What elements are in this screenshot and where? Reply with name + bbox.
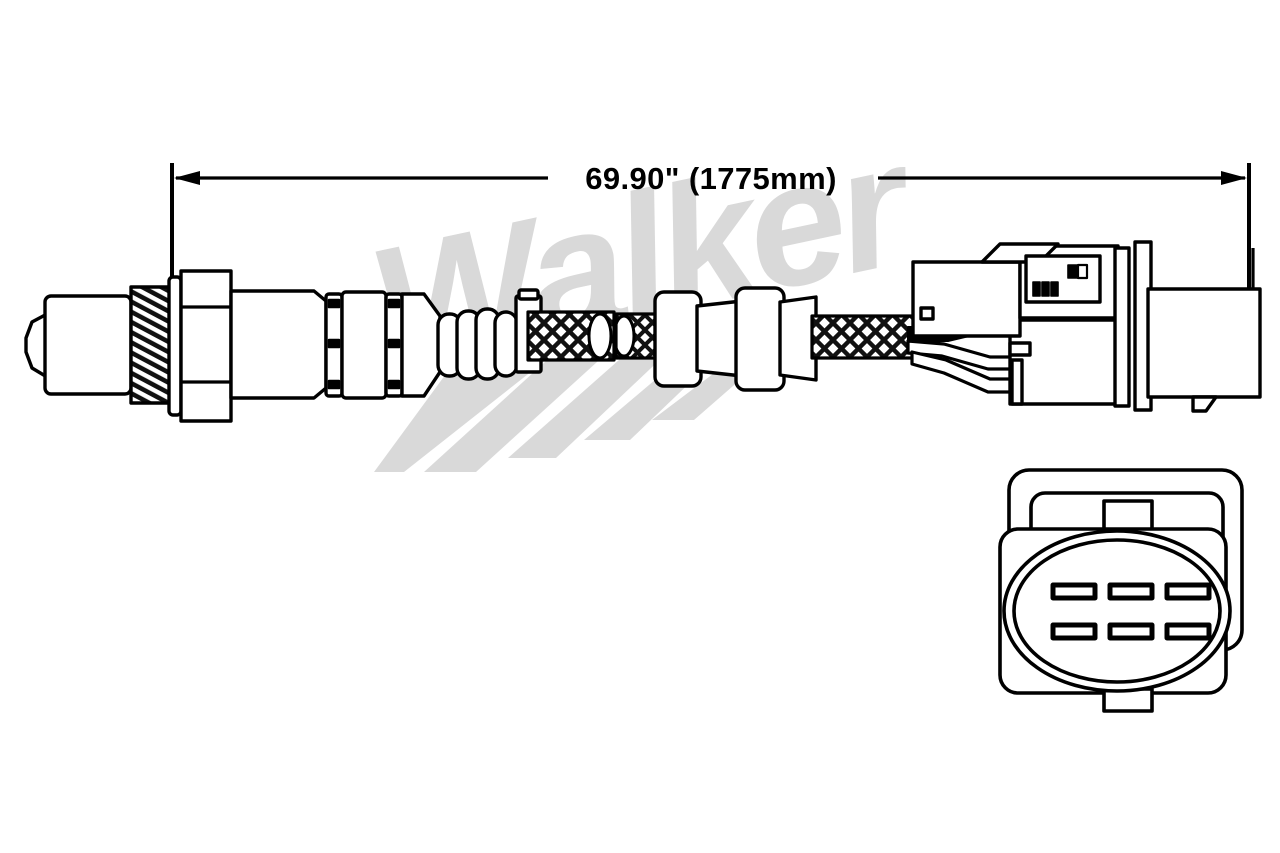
connector-housing <box>911 242 1128 406</box>
thread-washer <box>167 275 183 417</box>
dimension-label: 69.90" (1775mm) <box>585 161 837 196</box>
terminal-pin-2 <box>1107 582 1155 601</box>
connector-flange <box>1113 240 1153 412</box>
terminal-pin-6 <box>1164 622 1212 641</box>
connector-terminals <box>1050 582 1212 641</box>
sensor-upper-body <box>229 289 328 400</box>
spool-grommet <box>653 286 818 392</box>
connector-end-block <box>1146 287 1262 413</box>
sensor-shield-body <box>43 294 133 396</box>
dimension-arrow-right <box>1221 171 1247 185</box>
hex-nut <box>179 269 233 423</box>
oxygen-sensor-assembly <box>24 240 1262 423</box>
dimension-annotation: 69.90" (1775mm) <box>170 161 1251 290</box>
connector-oval-boss-inner <box>1012 538 1222 684</box>
watermark: Walker <box>355 104 934 472</box>
braided-cable-segment-1 <box>526 310 616 362</box>
connector-face-view <box>998 468 1244 713</box>
crimp-bands <box>324 290 404 400</box>
braided-cable-segment-3 <box>810 314 916 360</box>
terminal-pin-3 <box>1164 582 1212 601</box>
terminal-pin-1 <box>1050 582 1098 601</box>
corrugated-boot <box>436 307 519 381</box>
terminal-pin-5 <box>1107 622 1155 641</box>
dimension-arrow-left <box>174 171 200 185</box>
taper-transition <box>400 292 442 398</box>
terminal-pin-4 <box>1050 622 1098 641</box>
